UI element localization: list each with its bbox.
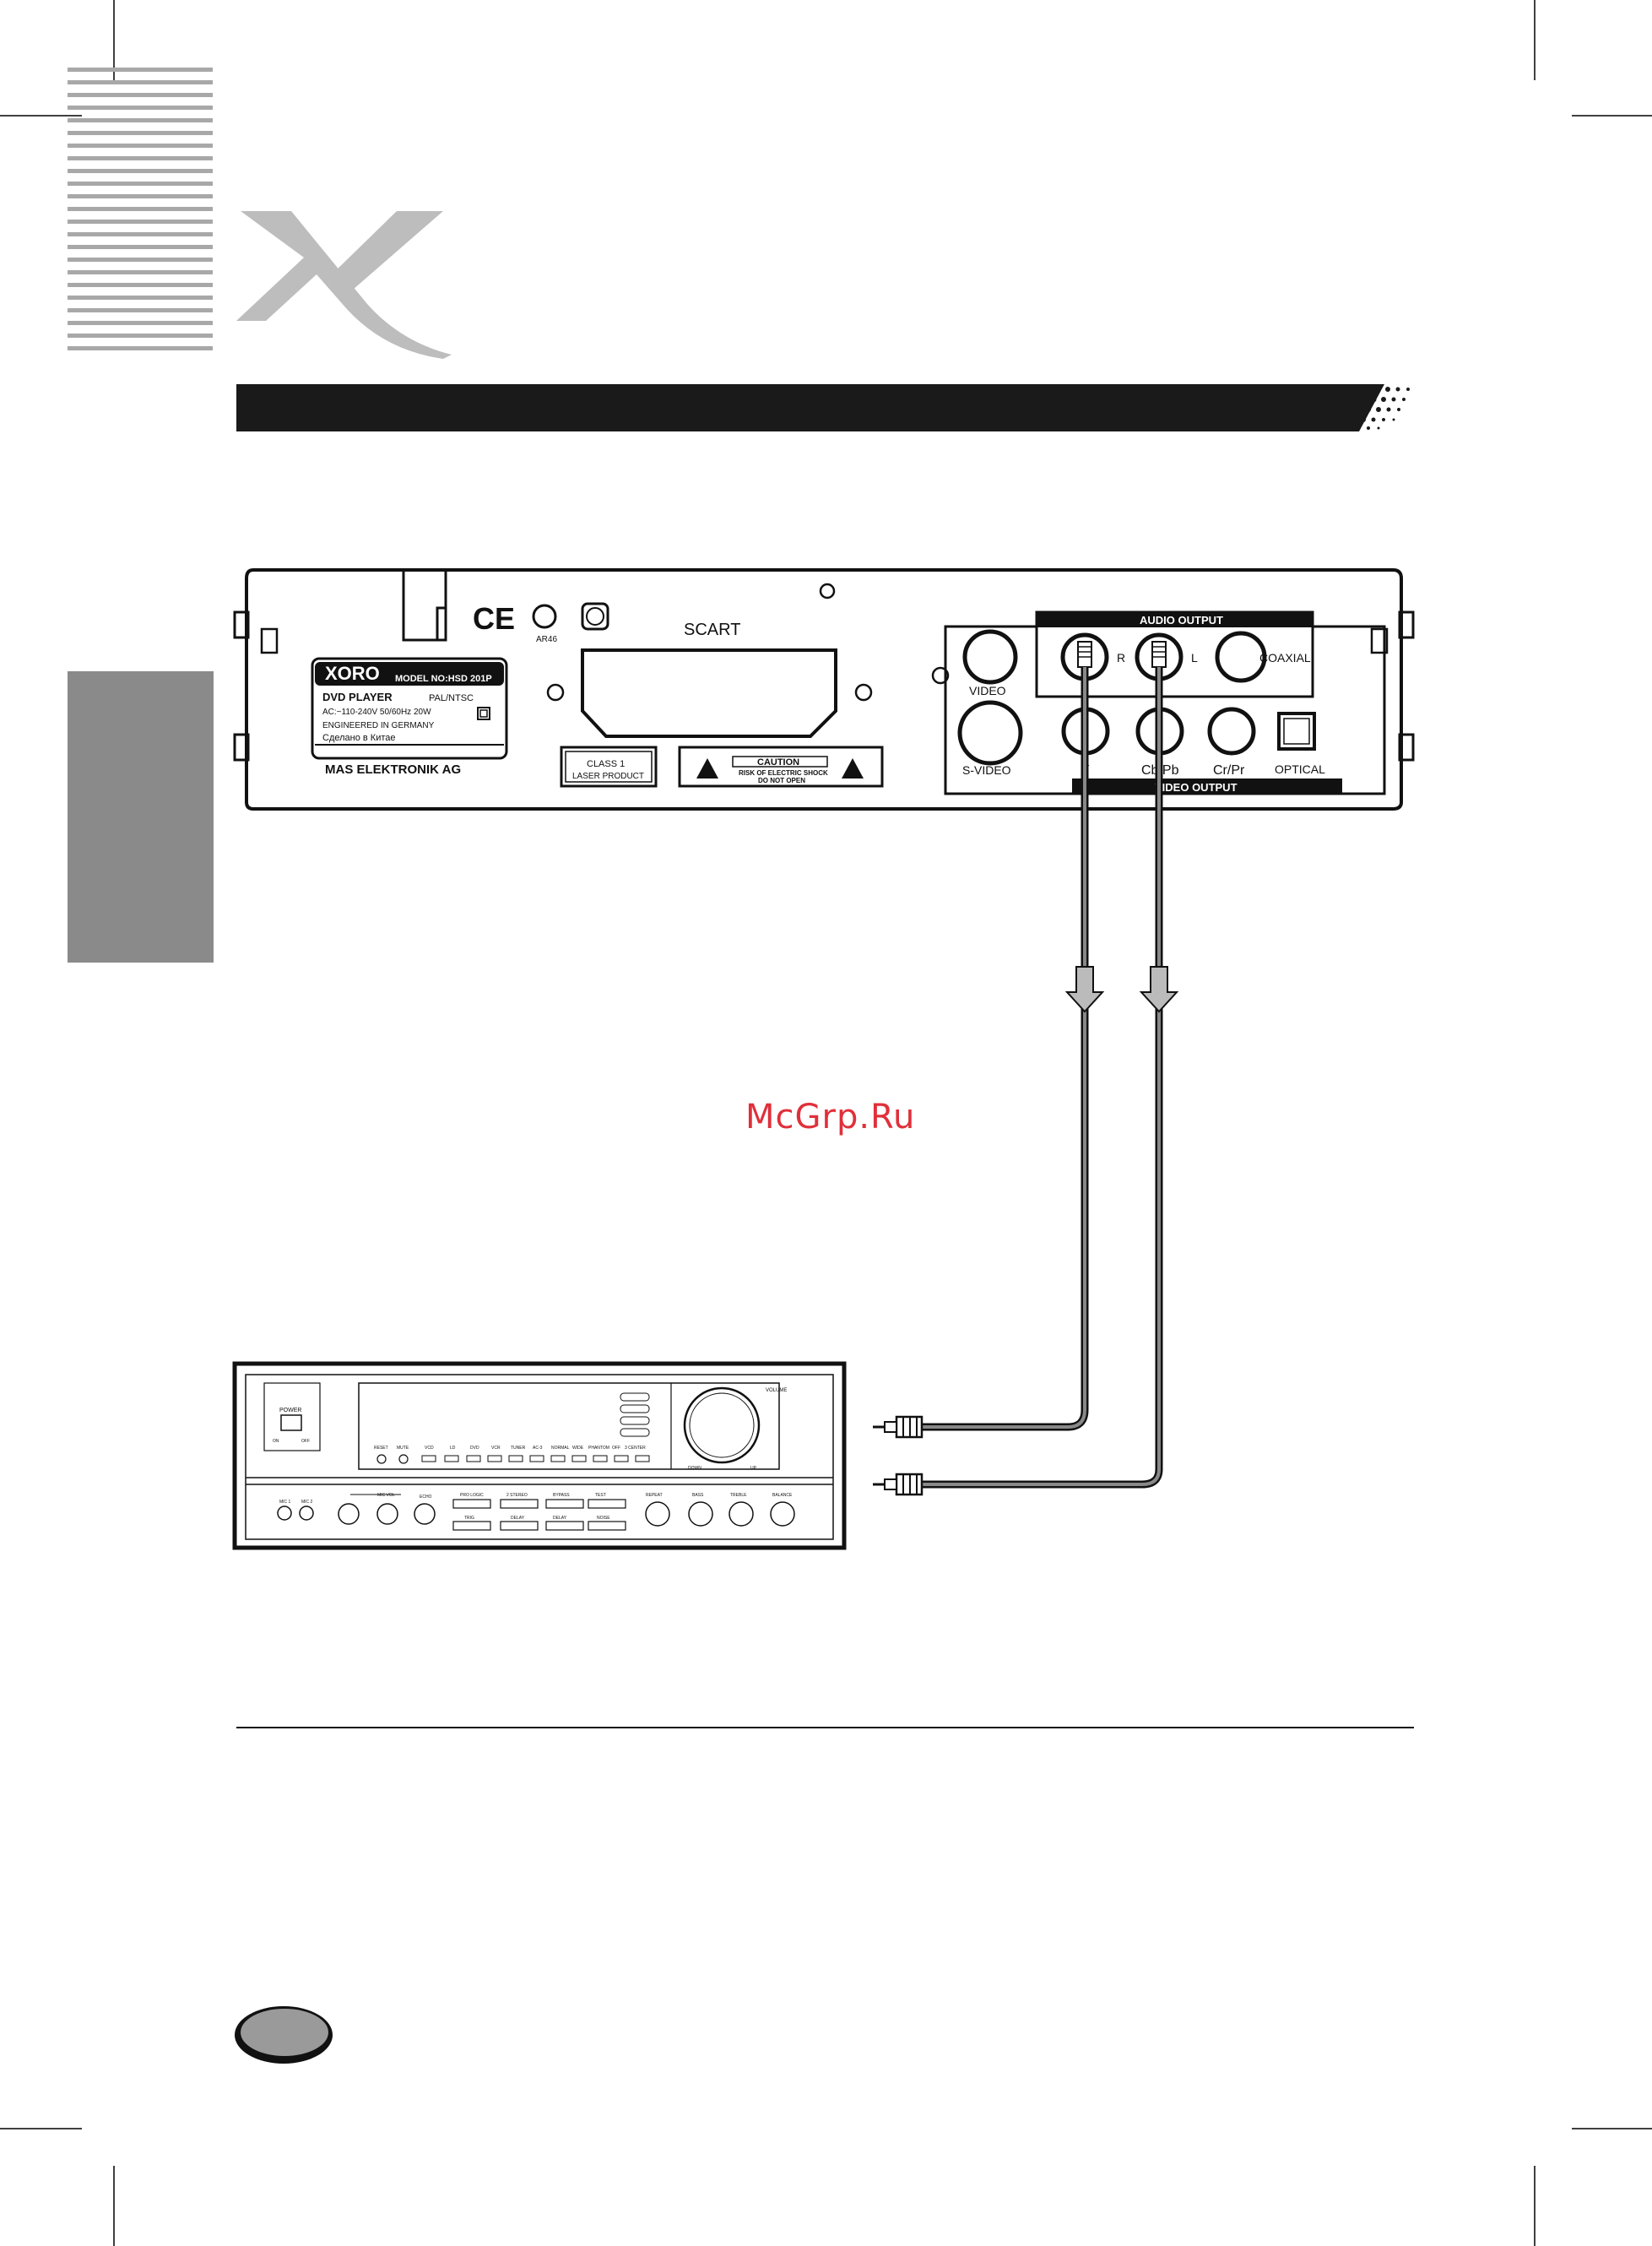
label-model: MODEL NO:HSD 201P bbox=[395, 674, 492, 684]
label-logo: XORO bbox=[325, 663, 380, 684]
amplifier-front-panel: POWER ON OFF RESET MUTE VCD LD DVD VCR T… bbox=[232, 1361, 847, 1550]
amp-input-11: OFF bbox=[612, 1446, 620, 1451]
amp-mode-0: PRO LOGIC bbox=[460, 1493, 484, 1498]
class1-line1: CLASS 1 bbox=[587, 759, 625, 769]
amp-knob-3: BALANCE bbox=[772, 1493, 793, 1498]
dvd-player-rear-panel: CE AR46 SCART XORO MODEL NO:HSD 201P DVD… bbox=[233, 568, 1415, 811]
amp-down-label: DOWN bbox=[688, 1466, 701, 1471]
caution-line1: RISK OF ELECTRIC SHOCK bbox=[739, 769, 828, 777]
amp-input-4: DVD bbox=[470, 1446, 479, 1451]
amp-echo-label: ECHO bbox=[420, 1495, 432, 1500]
amp-mode-1: 2 STEREO bbox=[506, 1493, 528, 1498]
amp-on-label: ON bbox=[273, 1439, 279, 1444]
bottom-rule bbox=[236, 1727, 1414, 1728]
amp-input-1: MUTE bbox=[397, 1446, 409, 1451]
amp-volume-label: VOLUME bbox=[766, 1388, 787, 1393]
amp-knob-2: TREBLE bbox=[730, 1493, 747, 1498]
video-output-label: VIDEO OUTPUT bbox=[1155, 781, 1238, 794]
amp-mode-5: DELAY bbox=[511, 1516, 525, 1521]
amp-mic-vol-label: MIC VOL bbox=[377, 1493, 395, 1498]
caution-line2: DO NOT OPEN bbox=[758, 777, 805, 784]
watermark: McGrp.Ru bbox=[745, 1098, 916, 1137]
label-engineered: ENGINEERED IN GERMANY bbox=[322, 721, 435, 730]
label-standard: PAL/NTSC bbox=[429, 693, 474, 703]
rca-plug-icon-2 bbox=[873, 1473, 923, 1496]
amp-input-0: RESET bbox=[374, 1446, 388, 1451]
label-company: MAS ELEKTRONIK AG bbox=[325, 762, 461, 777]
ce-mark: CE bbox=[473, 601, 515, 636]
amp-knob-0: REPEAT bbox=[646, 1493, 663, 1498]
port-coaxial-label: COAXIAL bbox=[1259, 651, 1311, 665]
port-r-label: R bbox=[1117, 651, 1125, 665]
section-header-bar bbox=[236, 384, 1410, 431]
port-svideo-label: S-VIDEO bbox=[962, 763, 1011, 777]
amp-knob-1: BASS bbox=[692, 1493, 704, 1498]
amp-mode-4: TRIG bbox=[464, 1516, 474, 1521]
caution-title: CAUTION bbox=[757, 757, 799, 768]
amp-input-3: LD bbox=[450, 1446, 456, 1451]
amp-mode-2: BYPASS bbox=[553, 1493, 570, 1498]
amp-mode-3: TEST bbox=[595, 1493, 606, 1498]
side-tab bbox=[68, 671, 214, 963]
label-made-in: Сделано в Китае bbox=[322, 733, 396, 743]
xoro-x-logo bbox=[236, 211, 452, 359]
class1-line2: LASER PRODUCT bbox=[572, 772, 644, 781]
amp-off-label: OFF bbox=[301, 1439, 310, 1444]
arrow-down-icon bbox=[1064, 966, 1105, 1013]
amp-input-6: TUNER bbox=[511, 1446, 526, 1451]
page-number-badge bbox=[235, 2006, 333, 2064]
port-l-label: L bbox=[1191, 651, 1198, 665]
port-optical-label: OPTICAL bbox=[1275, 762, 1325, 776]
amp-input-8: NORMAL bbox=[551, 1446, 570, 1451]
arrow-down-icon-2 bbox=[1139, 966, 1179, 1013]
port-video-label: VIDEO bbox=[969, 684, 1006, 697]
decorative-stripes bbox=[68, 68, 213, 350]
label-power: AC:~110-240V 50/60Hz 20W bbox=[322, 708, 431, 717]
rca-plug-icon bbox=[873, 1415, 923, 1439]
cert-mark-text: AR46 bbox=[536, 635, 557, 644]
amp-input-7: AC-3 bbox=[533, 1446, 543, 1451]
amp-input-12: 3 CENTER bbox=[625, 1446, 646, 1451]
amp-up-label: UP bbox=[750, 1466, 757, 1471]
amp-power-label: POWER bbox=[279, 1408, 301, 1413]
scart-label: SCART bbox=[684, 621, 740, 639]
amp-mic1-label: MIC 1 bbox=[279, 1500, 291, 1505]
amp-input-2: VCD bbox=[425, 1446, 434, 1451]
audio-output-label: AUDIO OUTPUT bbox=[1140, 614, 1223, 627]
amp-input-10: PHANTOM bbox=[588, 1446, 609, 1451]
amp-mode-6: DELAY bbox=[553, 1516, 567, 1521]
amp-input-5: VCR bbox=[491, 1446, 501, 1451]
port-cr-label: Cr/Pr bbox=[1213, 763, 1245, 778]
amp-mic2-label: MIC 2 bbox=[301, 1500, 313, 1505]
amp-input-9: WIDE bbox=[572, 1446, 584, 1451]
label-product: DVD PLAYER bbox=[322, 691, 393, 703]
amp-mode-7: NOISE bbox=[597, 1516, 610, 1521]
